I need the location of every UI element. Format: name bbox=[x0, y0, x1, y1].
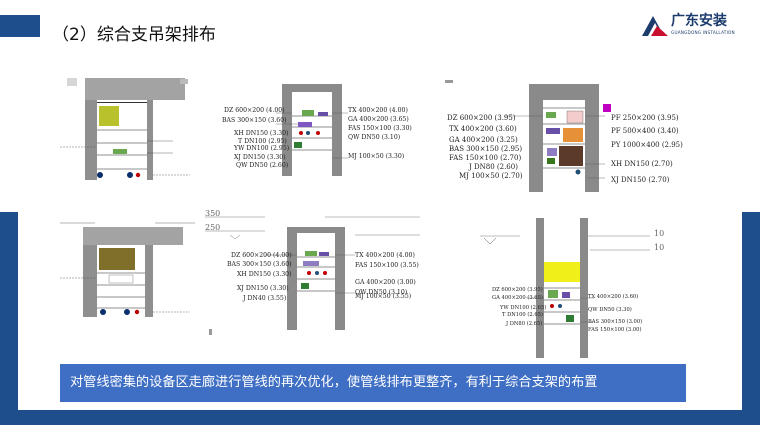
callout-label: YW DN100 (2.65) bbox=[500, 305, 547, 311]
section-drawing-4 bbox=[55, 215, 200, 325]
callout-label: PY 1000×400 (2.95) bbox=[611, 141, 683, 149]
dimension-label: 10 bbox=[654, 229, 665, 238]
callout-label: PF 500×400 (3.40) bbox=[611, 127, 679, 135]
callout-label: J DN80 (2.65) bbox=[506, 321, 543, 327]
callout-label: GA 400×200 (3.25) bbox=[449, 136, 518, 144]
callout-label: BAS 300×150 (2.95) bbox=[449, 145, 523, 153]
callout-label: TX 400×200 (3.60) bbox=[449, 125, 517, 133]
dimension-label: 350 bbox=[205, 209, 221, 218]
callout-label: FAS 150×100 (2.70) bbox=[449, 154, 522, 162]
callout-label: MJ 100×50 (3.55) bbox=[355, 293, 412, 300]
section-drawing-2: DZ 600×200 (4.00) BAS 300×150 (3.60) XH … bbox=[222, 80, 432, 180]
callout-label: GA 400×200 (3.65) bbox=[492, 295, 543, 301]
callout-label: DZ 600×200 (4.00) bbox=[231, 252, 292, 259]
callout-label: MJ 100×50 (3.30) bbox=[348, 153, 405, 160]
callout-label: QW DN50 (3.10) bbox=[348, 134, 401, 141]
callout-label: XJ DN150 (3.30) bbox=[237, 285, 289, 292]
section-drawing-1 bbox=[55, 75, 200, 195]
bottom-panel bbox=[0, 410, 760, 425]
section-drawing-3: DZ 600×200 (3.95) TX 400×200 (3.60) GA 4… bbox=[445, 78, 735, 198]
logo-text: 广东安装 bbox=[671, 13, 727, 29]
company-logo: 广东安装 GUANGDONG INSTALLATION bbox=[640, 12, 752, 42]
callout-label: XJ DN150 (2.70) bbox=[611, 176, 670, 184]
callout-label: DZ 600×200 (3.95) bbox=[492, 287, 543, 293]
logo-mark-icon bbox=[642, 16, 668, 36]
callout-label: BAS 300×150 (3.00) bbox=[588, 319, 643, 325]
section-drawing-5: 350 250 DZ 600×200 (4.00) BAS 300×150 (3… bbox=[205, 205, 420, 340]
logo-subtext: GUANGDONG INSTALLATION bbox=[671, 30, 735, 35]
left-side-panel bbox=[0, 212, 18, 425]
callout-label: QW DN50 (3.30) bbox=[588, 307, 632, 313]
callout-label: TX 400×200 (3.60) bbox=[588, 294, 639, 300]
caption-text: 对管线密集的设备区走廊进行管线的再次优化，使管线排布更整齐，有利于综合支架的布置 bbox=[70, 375, 598, 390]
callout-label: GA 400×200 (3.00) bbox=[355, 279, 416, 286]
callout-label: FAS 150×100 (3.30) bbox=[348, 125, 412, 132]
callout-label: XH DN150 (2.70) bbox=[611, 160, 673, 168]
callout-label: QW DN50 (2.60) bbox=[236, 162, 289, 169]
callout-label: FAS 150×100 (3.55) bbox=[355, 262, 419, 269]
dimension-label: 10 bbox=[654, 243, 665, 252]
page-title: （2）综合支吊架排布 bbox=[52, 25, 216, 45]
header-accent-bar bbox=[0, 15, 40, 37]
callout-label: DZ 600×200 (4.00) bbox=[224, 107, 285, 114]
callout-label: GA 400×200 (3.65) bbox=[348, 116, 409, 123]
right-side-panel bbox=[742, 212, 760, 425]
callout-label: XH DN150 (3.30) bbox=[237, 271, 292, 278]
callout-label: DZ 600×200 (3.95) bbox=[447, 114, 516, 122]
callout-label: YW DN100 (2.95) bbox=[234, 145, 290, 152]
callout-label: TX 400×200 (4.00) bbox=[355, 252, 415, 259]
callout-label: TX 400×200 (4.00) bbox=[348, 107, 408, 114]
callout-label: BAS 300×150 (3.60) bbox=[222, 117, 287, 124]
callout-label: J DN40 (3.55) bbox=[243, 295, 287, 302]
caption-bar: 对管线密集的设备区走廊进行管线的再次优化，使管线排布更整齐，有利于综合支架的布置 bbox=[60, 364, 686, 402]
callout-label: J DN80 (2.60) bbox=[469, 163, 518, 171]
callout-label: BAS 300×150 (3.60) bbox=[227, 261, 292, 268]
callout-label: QW DN50 (3.10) bbox=[355, 289, 408, 296]
callout-label: PF 250×200 (3.95) bbox=[611, 114, 679, 122]
callout-label: FAS 150×100 (3.00) bbox=[588, 327, 642, 333]
dimension-label: 250 bbox=[205, 223, 221, 232]
callout-label: XJ DN150 (3.30) bbox=[234, 154, 286, 161]
callout-label: XH DN150 (3.30) bbox=[234, 130, 289, 137]
callout-label: MJ 100×50 (2.70) bbox=[459, 172, 523, 180]
callout-label: T DN100 (2.95) bbox=[238, 138, 287, 145]
callout-label: T DN100 (2.65) bbox=[502, 312, 543, 318]
section-drawing-6: 10 10 DZ 600×200 (3.95) GA 400×200 (3.65… bbox=[470, 218, 670, 358]
